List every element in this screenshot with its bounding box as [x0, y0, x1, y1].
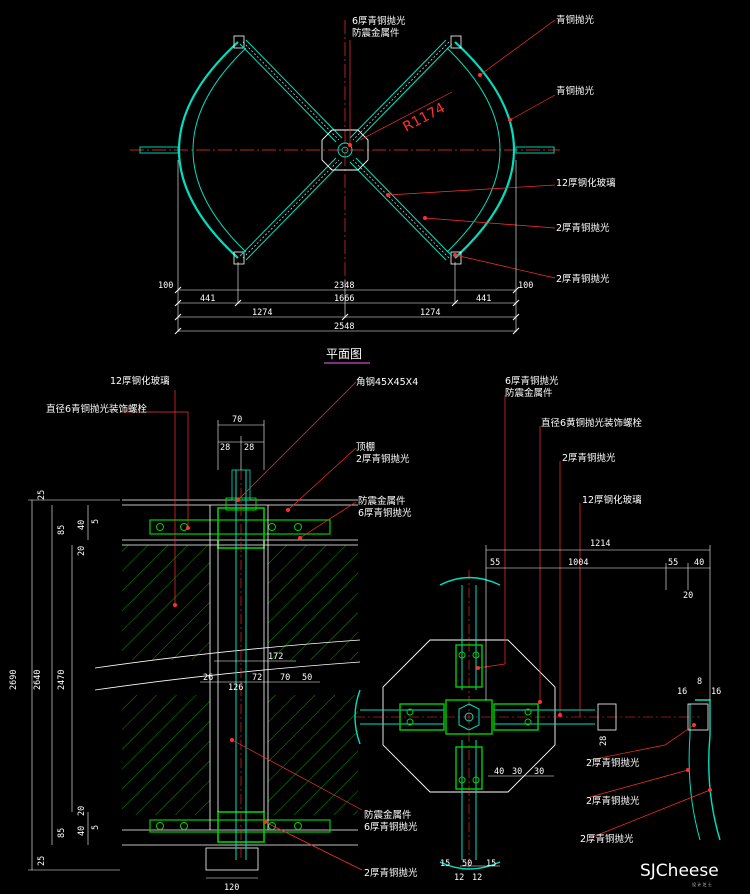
section-label-bottom-bronze: 2厚青铜抛光 — [364, 867, 418, 879]
section-dim-126: 126 — [228, 683, 243, 693]
section-label-bottom-damper-bronze: 6厚青铜抛光 — [364, 821, 418, 833]
section-dim-26: 26 — [203, 673, 213, 683]
watermark-sub: 设 计 芝 士 — [692, 881, 712, 887]
detail-label-b2: 2厚青铜抛光 — [586, 795, 640, 807]
section-dim-5b: 5 — [91, 825, 101, 830]
detail-dim-55a: 55 — [490, 558, 500, 568]
plan-dim-2348: 2348 — [334, 281, 354, 291]
plan-label-bronze-a: 青铜抛光 — [556, 14, 595, 26]
detail-label-b3: 2厚青铜抛光 — [580, 833, 634, 845]
section-dim-70: 70 — [232, 415, 242, 425]
detail-dim-30a: 30 — [512, 767, 522, 777]
section-dim-28b: 28 — [244, 443, 254, 453]
plan-title: 平面图 — [326, 347, 362, 361]
plan-dim-100-right: 100 — [518, 281, 533, 291]
section-label-glass: 12厚钢化玻璃 — [110, 375, 170, 387]
detail-dim-16b: 16 — [711, 687, 721, 697]
plan-arc-right — [454, 41, 515, 259]
hub-octagon — [382, 639, 556, 793]
plan-rod-right — [515, 146, 555, 154]
hub-detail-view: 6厚青铜抛光 防震金属件 直径6黄铜抛光装饰螺栓 2厚青铜抛光 12厚钢化玻璃 … — [354, 375, 721, 883]
detail-label-bronze: 2厚青铜抛光 — [562, 452, 616, 464]
plan-label-bronze-b: 青铜抛光 — [556, 85, 595, 97]
section-dim-2640: 2640 — [33, 670, 43, 690]
section-dim-72: 72 — [252, 673, 262, 683]
plan-rod-left — [139, 146, 179, 154]
plan-dim-2548: 2548 — [334, 322, 354, 332]
section-dim-50: 50 — [302, 673, 312, 683]
section-dim-2470: 2470 — [57, 670, 67, 690]
watermark: SJCheese 设 计 芝 士 — [640, 861, 719, 887]
detail-dim-55b: 55 — [668, 558, 678, 568]
detail-dim-16a: 16 — [677, 687, 687, 697]
detail-dim-20: 20 — [683, 591, 693, 601]
detail-dim-15b: 15 — [486, 859, 496, 869]
plan-label-damper: 防震金属件 — [352, 27, 400, 39]
detail-dim-30b: 30 — [534, 767, 544, 777]
plan-dim-1666: 1666 — [334, 294, 354, 304]
plan-label-glass: 12厚钢化玻璃 — [556, 177, 616, 189]
section-label-bolt: 直径6青铜抛光装饰螺栓 — [46, 403, 148, 415]
section-dim-120: 120 — [224, 883, 239, 893]
detail-dim-12b: 12 — [472, 873, 482, 883]
section-dim-25b: 25 — [37, 856, 47, 866]
detail-dim-1004: 1004 — [568, 558, 588, 568]
section-dim-25a: 25 — [37, 490, 47, 500]
section-dim-85a: 85 — [57, 525, 67, 535]
detail-label-bolt: 直径6黄铜抛光装饰螺栓 — [541, 417, 643, 429]
section-dim-20b: 20 — [77, 806, 87, 816]
section-dim-40b: 40 — [77, 826, 87, 836]
detail-dim-28: 28 — [599, 736, 609, 746]
detail-dim-12a: 12 — [454, 873, 464, 883]
plan-view: 6厚青铜抛光 防震金属件 青铜抛光 青铜抛光 12厚钢化玻璃 2厚青铜抛光 2厚… — [130, 14, 616, 364]
detail-dim-40: 40 — [694, 558, 704, 568]
section-dim-85b: 85 — [57, 828, 67, 838]
watermark-brand: SJCheese — [640, 861, 719, 881]
detail-dim-50: 50 — [462, 859, 472, 869]
detail-label-bronze-6: 6厚青铜抛光 — [505, 375, 559, 387]
plan-label-bronze-2a: 2厚青铜抛光 — [556, 222, 610, 234]
section-label-ceiling: 顶棚 — [356, 441, 375, 453]
plan-dim-100-left: 100 — [158, 281, 173, 291]
section-dim-40a: 40 — [77, 520, 87, 530]
detail-label-b1: 2厚青铜抛光 — [586, 757, 640, 769]
plan-dim-1274-right: 1274 — [420, 308, 440, 318]
section-label-ceiling-bronze: 2厚青铜抛光 — [356, 453, 410, 465]
section-label-bottom-damper: 防震金属件 — [364, 809, 412, 821]
plan-dim-1274-left: 1274 — [252, 308, 272, 318]
plan-label-bronze-2b: 2厚青铜抛光 — [556, 273, 610, 285]
section-dim-2690: 2690 — [9, 670, 19, 690]
detail-dim-15a: 15 — [440, 859, 450, 869]
detail-dim-1214: 1214 — [590, 539, 610, 549]
detail-label-damper: 防震金属件 — [505, 387, 553, 399]
section-label-damper-bronze: 6厚青铜抛光 — [358, 507, 412, 519]
plan-center-hub — [321, 129, 369, 171]
detail-dim-8: 8 — [697, 677, 702, 687]
section-dim-5a: 5 — [91, 519, 101, 524]
section-label-damper: 防震金属件 — [358, 495, 406, 507]
detail-dim-40b: 40 — [494, 767, 504, 777]
plan-dim-441-left: 441 — [200, 294, 215, 304]
plan-label-bronze-6: 6厚青铜抛光 — [352, 15, 406, 27]
detail-label-glass: 12厚钢化玻璃 — [582, 494, 642, 506]
plan-dim-441-right: 441 — [476, 294, 491, 304]
section-view: 12厚钢化玻璃 直径6青铜抛光装饰螺栓 角钢45X45X4 顶棚 2厚青铜抛光 … — [9, 375, 418, 893]
section-dim-70b: 70 — [280, 673, 290, 683]
section-dim-20a: 20 — [77, 546, 87, 556]
plan-radius-label: R1174 — [400, 100, 448, 135]
section-dim-172: 172 — [268, 652, 283, 662]
plan-arc-left — [178, 41, 239, 259]
section-label-angle: 角钢45X45X4 — [356, 376, 418, 388]
section-dim-28a: 28 — [220, 443, 230, 453]
